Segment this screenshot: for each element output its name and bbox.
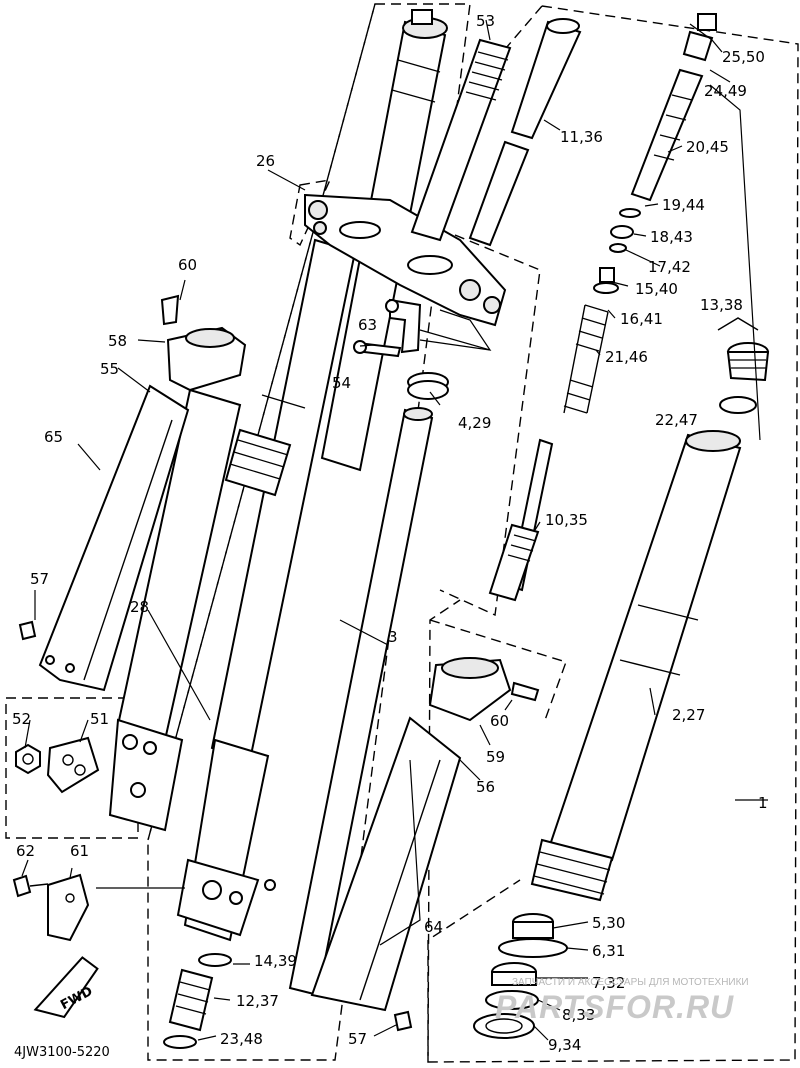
watermark-tagline: ЗАПЧАСТИ И АКСЕССУАРЫ ДЛЯ МОТОТЕХНИКИ xyxy=(512,977,749,988)
label-28: 28 xyxy=(130,598,149,616)
label-58: 58 xyxy=(108,332,127,350)
label-55: 55 xyxy=(100,360,119,378)
label-51: 51 xyxy=(90,710,109,728)
label-64: 64 xyxy=(424,918,443,936)
label-9-34: 9,34 xyxy=(548,1036,581,1054)
label-21-46: 21,46 xyxy=(605,348,648,366)
part-labels: 1 2,27 3 4,29 5,30 6,31 7,32 8,33 9,34 1… xyxy=(12,12,768,1054)
fwd-arrow-icon xyxy=(33,956,99,1019)
bracket-63 xyxy=(353,298,422,358)
cap-13 xyxy=(717,317,770,414)
label-23-48: 23,48 xyxy=(220,1030,263,1048)
label-16-41: 16,41 xyxy=(620,310,663,328)
label-60b: 60 xyxy=(490,712,509,730)
label-59: 59 xyxy=(486,748,505,766)
fork-guard-56 xyxy=(310,657,540,1012)
label-53: 53 xyxy=(476,12,495,30)
label-57a: 57 xyxy=(30,570,49,588)
label-26: 26 xyxy=(256,152,275,170)
label-62: 62 xyxy=(16,842,35,860)
left-fork-outer-tube xyxy=(176,238,357,942)
damper-parts-right xyxy=(488,13,717,602)
label-63: 63 xyxy=(358,316,377,334)
lower-left-stack xyxy=(163,953,232,1049)
label-19-44: 19,44 xyxy=(662,196,705,214)
label-54: 54 xyxy=(332,374,351,392)
watermark-brand: PARTSFOR.RU xyxy=(495,989,734,1025)
label-12-37: 12,37 xyxy=(236,992,279,1010)
label-13-38: 13,38 xyxy=(700,296,743,314)
label-1: 1 xyxy=(758,794,768,812)
label-65: 65 xyxy=(44,428,63,446)
spring-53 xyxy=(410,38,512,242)
label-2-27: 2,27 xyxy=(672,706,705,724)
right-outer-tube-2 xyxy=(530,430,742,902)
label-56: 56 xyxy=(476,778,495,796)
label-20-45: 20,45 xyxy=(686,138,729,156)
fork-guard-55 xyxy=(38,384,190,692)
label-14-39: 14,39 xyxy=(254,952,297,970)
label-22-47: 22,47 xyxy=(655,411,698,429)
label-7-32: 7,32 xyxy=(592,974,625,992)
label-4-29: 4,29 xyxy=(458,414,491,432)
small-parts-61-62 xyxy=(12,873,90,942)
bolts-57 xyxy=(18,620,413,1032)
label-6-31: 6,31 xyxy=(592,942,625,960)
label-15-40: 15,40 xyxy=(635,280,678,298)
label-17-42: 17,42 xyxy=(648,258,691,276)
left-lower-leg-28 xyxy=(108,388,242,832)
label-57b: 57 xyxy=(348,1030,367,1048)
oil-seal-4 xyxy=(407,372,449,400)
label-60a: 60 xyxy=(178,256,197,274)
label-10-35: 10,35 xyxy=(545,511,588,529)
label-61: 61 xyxy=(70,842,89,860)
label-5-30: 5,30 xyxy=(592,914,625,932)
lower-seal-stack xyxy=(473,913,568,1039)
watermark: ЗАПЧАСТИ И АКСЕССУАРЫ ДЛЯ МОТОТЕХНИКИ PA… xyxy=(495,977,749,1025)
leader-lines xyxy=(21,19,768,1041)
label-52: 52 xyxy=(12,710,31,728)
small-parts-51-52 xyxy=(15,736,100,794)
label-25-50: 25,50 xyxy=(722,48,765,66)
collar-11 xyxy=(468,18,582,247)
label-3: 3 xyxy=(388,628,398,646)
label-8-33: 8,33 xyxy=(562,1006,595,1024)
label-24-49: 24,49 xyxy=(704,82,747,100)
label-18-43: 18,43 xyxy=(650,228,693,246)
label-11-36: 11,36 xyxy=(560,128,603,146)
guard-holder-58 xyxy=(160,294,247,392)
diagram-code: 4JW3100-5220 xyxy=(14,1045,110,1060)
